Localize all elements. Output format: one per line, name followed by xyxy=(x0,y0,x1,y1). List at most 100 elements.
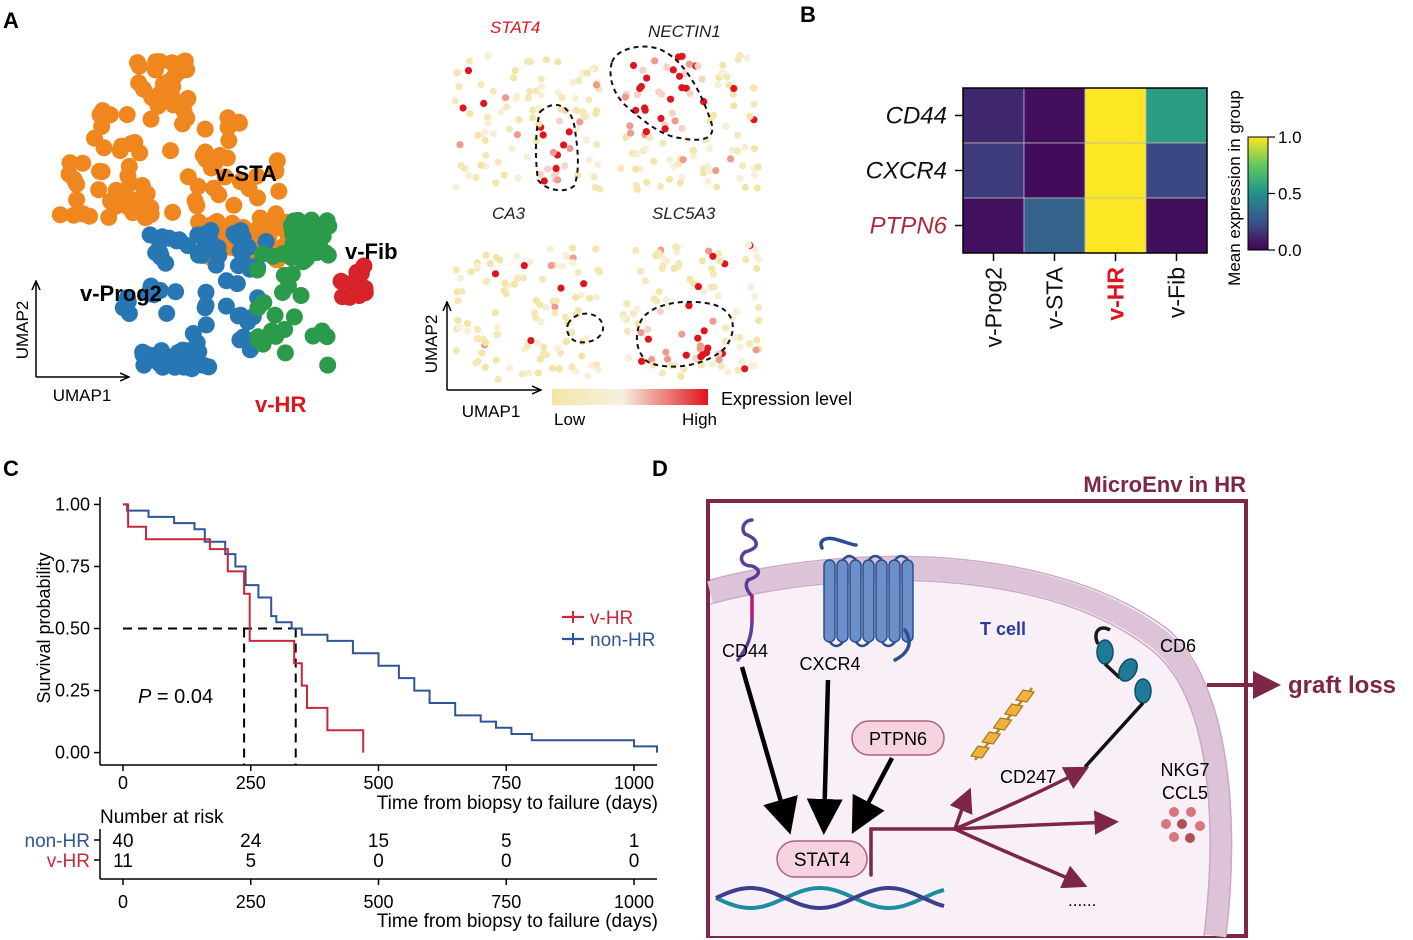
heatmap-cell xyxy=(1023,142,1086,199)
risk-row-label-v-hr: v-HR xyxy=(47,851,90,872)
gene-x-label: UMAP1 xyxy=(462,402,521,421)
gene-expression-point xyxy=(671,117,679,125)
umap-point-v-hr xyxy=(248,261,266,279)
gene-expression-point xyxy=(753,184,761,192)
dna-helix-icon xyxy=(715,886,945,910)
umap-point-v-sta xyxy=(51,206,69,224)
ccl5-label: CCL5 xyxy=(1162,783,1208,803)
gene-expression-point xyxy=(532,87,540,95)
umap-point-v-prog2 xyxy=(225,225,243,243)
cd247-bead xyxy=(992,717,1013,731)
gene-expression-point xyxy=(719,61,727,69)
gene-expression-point xyxy=(501,279,509,287)
gene-title-slc5a3: SLC5A3 xyxy=(652,204,716,223)
gene-expression-point xyxy=(571,293,580,301)
gene-expression-point xyxy=(527,337,535,345)
umap-point-v-sta xyxy=(108,194,126,212)
gene-expression-point xyxy=(481,363,489,371)
umap-point-v-sta xyxy=(129,54,146,72)
stat4-output-arrows xyxy=(869,766,1119,889)
gene-expression-point xyxy=(750,84,758,92)
gene-expression-point xyxy=(667,95,675,103)
gene-expression-point xyxy=(496,256,504,264)
gene-expression-point xyxy=(506,364,514,372)
umap-point-v-fib xyxy=(332,272,350,290)
gene-expression-point xyxy=(513,131,522,139)
risk-x-tick-label: 1000 xyxy=(614,892,654,912)
gene-expression-point xyxy=(704,167,713,175)
umap-point-v-sta xyxy=(268,152,286,170)
gene-expression-point xyxy=(747,283,755,291)
gene-expression-point xyxy=(641,106,649,114)
gene-expression-point xyxy=(518,370,527,378)
gene-expression-point xyxy=(754,303,763,312)
risk-count: 0 xyxy=(373,851,384,872)
gene-expression-point xyxy=(474,357,482,365)
gene-expression-point xyxy=(751,171,759,179)
gene-expression-point xyxy=(678,84,686,92)
gene-y-label: UMAP2 xyxy=(422,315,441,374)
heatmap-cell xyxy=(1145,197,1208,254)
gene-expression-point xyxy=(722,122,730,130)
gene-expression-point xyxy=(459,104,467,112)
gene-expression-point xyxy=(480,99,488,107)
gene-expression-point xyxy=(461,165,469,173)
gene-expression-point xyxy=(636,84,644,93)
gene-expression-point xyxy=(623,300,631,308)
gene-expression-point xyxy=(646,134,654,142)
umap-point-v-fib xyxy=(341,288,359,306)
gene-expression-point xyxy=(574,307,582,315)
km-y-label: Survival probability xyxy=(34,552,54,703)
cd44-label: CD44 xyxy=(722,641,768,661)
umap-point-v-prog2 xyxy=(157,254,175,272)
gene-expression-point xyxy=(510,280,519,288)
umap-point-v-sta xyxy=(74,154,92,172)
heatmap-cell xyxy=(1084,87,1147,144)
cxcr4-helices xyxy=(823,554,914,648)
gene-expression-point xyxy=(534,339,542,347)
gene-expression-point xyxy=(730,102,738,110)
gene-expression-point xyxy=(689,146,697,155)
gene-expression-point xyxy=(557,284,565,292)
arrow-cd44-to-stat4 xyxy=(739,666,798,835)
gene-expression-point xyxy=(639,66,647,74)
gene-expression-point xyxy=(629,61,638,70)
heatmap-colorbar-ticks: 1.00.50.0 xyxy=(1268,128,1302,260)
gene-title-nectin1: NECTIN1 xyxy=(648,22,721,41)
umap-point-v-sta xyxy=(91,106,109,124)
arrow-ptpn6-to-stat4 xyxy=(851,756,894,834)
gene-expression-point xyxy=(592,110,600,118)
gene-expression-point xyxy=(753,264,761,272)
km-pvalue: P = 0.04 xyxy=(138,686,213,708)
gene-expression-point xyxy=(593,141,601,149)
cd247-beads xyxy=(969,689,1036,759)
gene-expression-point xyxy=(709,252,717,260)
gene-expression-point xyxy=(486,260,494,268)
gene-expression-point xyxy=(537,83,546,91)
umap-point-v-sta xyxy=(113,137,130,155)
gene-expression-point xyxy=(733,308,741,316)
gene-expression-point xyxy=(585,156,594,164)
gene-expression-point xyxy=(464,67,473,75)
gene-expression-point xyxy=(546,245,555,253)
cxcr4-loop xyxy=(855,641,870,648)
km-y-tick-label: 1.00 xyxy=(55,494,90,514)
gene-expression-point xyxy=(713,183,721,191)
gene-expression-point xyxy=(643,74,651,82)
umap-point-v-sta xyxy=(240,180,258,198)
heatmap-cell xyxy=(962,142,1025,199)
gene-expression-point xyxy=(465,171,473,179)
umap-point-v-sta xyxy=(160,73,178,91)
umap-point-v-prog2 xyxy=(167,283,185,301)
gene-expression-point xyxy=(540,350,548,358)
umap-point-v-prog2 xyxy=(197,316,215,334)
umap-point-v-sta xyxy=(210,186,228,204)
risk-count: 15 xyxy=(368,831,389,852)
expression-colorbar xyxy=(552,389,708,405)
gene-title-stat4: STAT4 xyxy=(490,18,540,37)
gene-expression-point xyxy=(729,91,737,99)
gene-expression-point xyxy=(540,343,548,351)
gene-expression-point xyxy=(679,156,687,164)
gene-expression-point xyxy=(485,119,493,127)
panel-label-a: A xyxy=(3,8,19,33)
